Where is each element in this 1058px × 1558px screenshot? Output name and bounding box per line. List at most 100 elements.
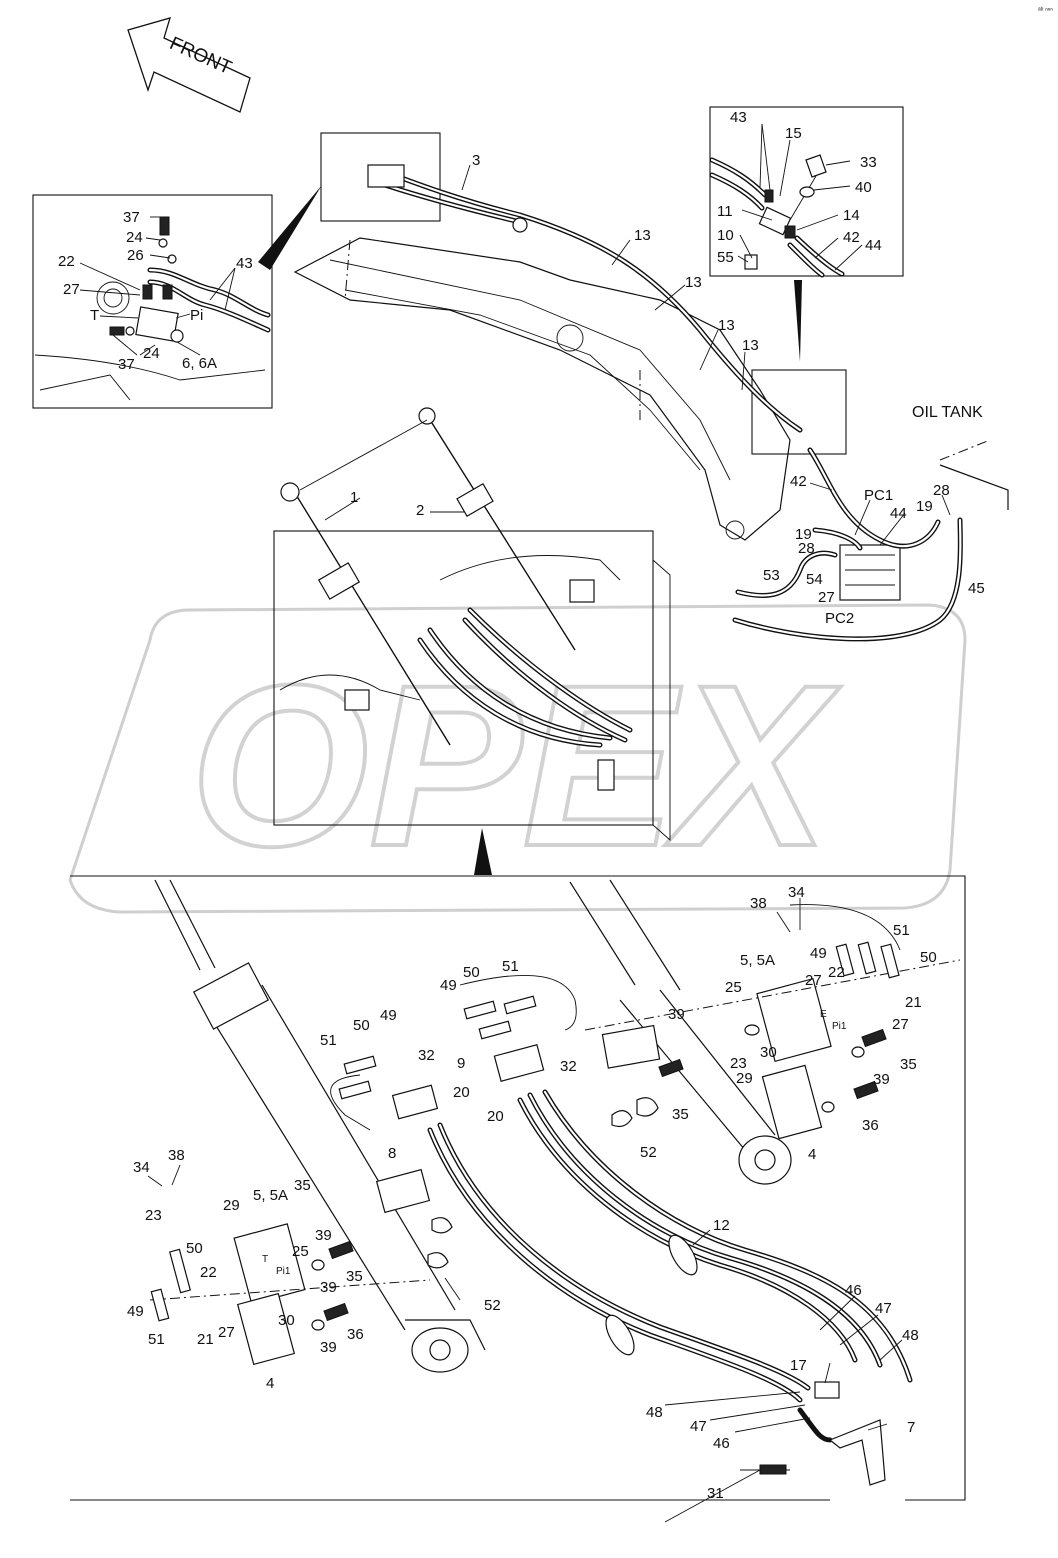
callout-52: 52 bbox=[640, 1144, 657, 1161]
callout-34: 34 bbox=[788, 884, 805, 901]
watermark: OPEX bbox=[68, 603, 967, 914]
callout-44: 44 bbox=[890, 505, 907, 522]
callout-28b: 28 bbox=[798, 540, 815, 557]
callout-43: 43 bbox=[236, 255, 253, 272]
detail-top-left: 37 24 26 22 43 27 T Pi 37 24 6, 6A bbox=[32, 185, 322, 409]
callout-29: 29 bbox=[736, 1070, 753, 1087]
callout-42: 42 bbox=[790, 473, 807, 490]
port-pi: Pi bbox=[190, 307, 203, 324]
callout-8: 8 bbox=[388, 1145, 396, 1162]
callout-52b: 52 bbox=[484, 1297, 501, 1314]
callout-27: 27 bbox=[818, 589, 835, 606]
callout-48b: 48 bbox=[646, 1404, 663, 1421]
callout-27: 27 bbox=[805, 972, 822, 989]
callout-4: 4 bbox=[808, 1146, 816, 1163]
callout-32b: 32 bbox=[560, 1058, 577, 1075]
callout-9: 9 bbox=[457, 1055, 465, 1072]
callout-22: 22 bbox=[828, 964, 845, 981]
label-pc1: PC1 bbox=[864, 487, 893, 504]
callout-37b: 37 bbox=[118, 356, 135, 373]
callout-47: 47 bbox=[875, 1300, 892, 1317]
callout-31: 31 bbox=[707, 1485, 724, 1502]
callout-22: 22 bbox=[58, 253, 75, 270]
callout-40: 40 bbox=[855, 179, 872, 196]
callout-38b: 38 bbox=[168, 1147, 185, 1164]
callout-20: 20 bbox=[487, 1108, 504, 1125]
callout-35c: 35 bbox=[294, 1177, 311, 1194]
callout-22b: 22 bbox=[200, 1264, 217, 1281]
callout-35b: 35 bbox=[672, 1106, 689, 1123]
callout-30b: 30 bbox=[278, 1312, 295, 1329]
callout-43: 43 bbox=[730, 109, 747, 126]
callout-4b: 4 bbox=[266, 1375, 274, 1392]
callout-42: 42 bbox=[843, 229, 860, 246]
callout-46b: 46 bbox=[713, 1435, 730, 1452]
callout-20b: 20 bbox=[453, 1084, 470, 1101]
callout-49b: 49 bbox=[440, 977, 457, 994]
label-pc2: PC2 bbox=[825, 610, 854, 627]
callout-7: 7 bbox=[907, 1419, 915, 1436]
corner-mark: ᵃᵇ ⁿⁿⁿ bbox=[1038, 7, 1053, 14]
callout-39d: 39 bbox=[320, 1279, 337, 1296]
callout-37: 37 bbox=[123, 209, 140, 226]
callout-50: 50 bbox=[920, 949, 937, 966]
callout-12: 12 bbox=[713, 1217, 730, 1234]
callout-6-6a: 6, 6A bbox=[182, 355, 217, 372]
callout-51b: 51 bbox=[502, 958, 519, 975]
callout-27: 27 bbox=[63, 281, 80, 298]
callout-55: 55 bbox=[717, 249, 734, 266]
callout-44: 44 bbox=[865, 237, 882, 254]
callout-39: 39 bbox=[668, 1006, 685, 1023]
callout-25b: 25 bbox=[292, 1243, 309, 1260]
callout-2: 2 bbox=[416, 502, 424, 519]
callout-35: 35 bbox=[900, 1056, 917, 1073]
callout-34b: 34 bbox=[133, 1159, 150, 1176]
detail-bottom: 34 38 51 49 50 5, 5A 22 27 21 25 39 27 3… bbox=[70, 875, 966, 1523]
detail-top-right: 43 15 33 40 11 14 10 42 44 55 bbox=[709, 106, 904, 362]
callout-24b: 24 bbox=[143, 345, 160, 362]
callout-39e: 39 bbox=[320, 1339, 337, 1356]
callout-49d: 49 bbox=[127, 1303, 144, 1320]
callout-14: 14 bbox=[843, 207, 860, 224]
callout-33: 33 bbox=[860, 154, 877, 171]
callout-27b: 27 bbox=[892, 1016, 909, 1033]
port-t: T bbox=[90, 307, 99, 324]
callout-29b: 29 bbox=[223, 1197, 240, 1214]
callout-28a: 28 bbox=[933, 482, 950, 499]
callout-39c: 39 bbox=[315, 1227, 332, 1244]
callout-25: 25 bbox=[725, 979, 742, 996]
callout-32: 32 bbox=[418, 1047, 435, 1064]
callout-50c: 50 bbox=[353, 1017, 370, 1034]
callout-5-5a: 5, 5A bbox=[740, 952, 775, 969]
callout-23b: 23 bbox=[145, 1207, 162, 1224]
main-boom-view: 3 13 13 13 13 1 2 42 PC1 28 19 44 19 28 … bbox=[273, 132, 1009, 841]
watermark-text: OPEX bbox=[190, 637, 841, 894]
callout-13c: 13 bbox=[718, 317, 735, 334]
callout-21b: 21 bbox=[197, 1331, 214, 1348]
callout-54: 54 bbox=[806, 571, 823, 588]
callout-46: 46 bbox=[845, 1282, 862, 1299]
callout-35d: 35 bbox=[346, 1268, 363, 1285]
callout-24: 24 bbox=[126, 229, 143, 246]
callout-49c: 49 bbox=[380, 1007, 397, 1024]
oil-tank-label: OIL TANK bbox=[912, 404, 983, 421]
callout-51d: 51 bbox=[148, 1331, 165, 1348]
callout-3: 3 bbox=[472, 152, 480, 169]
callout-1: 1 bbox=[350, 489, 358, 506]
callout-21: 21 bbox=[905, 994, 922, 1011]
callout-50d: 50 bbox=[186, 1240, 203, 1257]
callout-45: 45 bbox=[968, 580, 985, 597]
port-pi1-b: Pi1 bbox=[276, 1266, 291, 1277]
callout-11: 11 bbox=[717, 203, 733, 220]
callout-30: 30 bbox=[760, 1044, 777, 1061]
port-t: T bbox=[262, 1254, 268, 1265]
callout-19b: 19 bbox=[795, 526, 812, 543]
front-arrow: FRONT bbox=[127, 17, 251, 113]
callout-36b: 36 bbox=[347, 1326, 364, 1343]
callout-19a: 19 bbox=[916, 498, 933, 515]
callout-50b: 50 bbox=[463, 964, 480, 981]
callout-13a: 13 bbox=[634, 227, 651, 244]
callout-38: 38 bbox=[750, 895, 767, 912]
callout-51: 51 bbox=[893, 922, 910, 939]
